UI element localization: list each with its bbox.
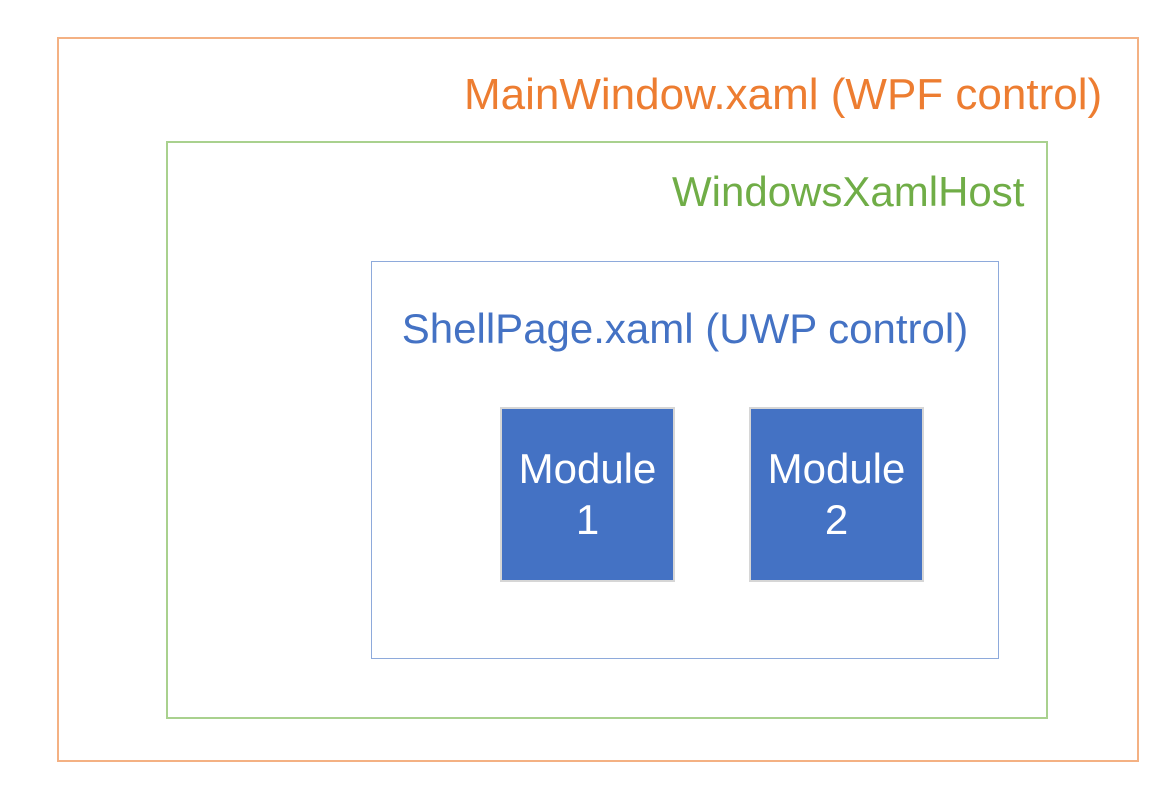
module-2-box: Module 2 bbox=[749, 407, 924, 582]
module-1-box: Module 1 bbox=[500, 407, 675, 582]
windowsxamlhost-box bbox=[166, 141, 1048, 719]
windowsxamlhost-label: WindowsXamlHost bbox=[672, 168, 1025, 215]
module-2-label: Module 2 bbox=[767, 445, 906, 543]
module-1-label: Module 1 bbox=[518, 445, 657, 543]
mainwindow-label: MainWindow.xaml (WPF control) bbox=[464, 70, 1103, 119]
shellpage-label: ShellPage.xaml (UWP control) bbox=[401, 305, 969, 352]
mainwindow-box bbox=[57, 37, 1139, 762]
shellpage-box bbox=[371, 261, 999, 659]
